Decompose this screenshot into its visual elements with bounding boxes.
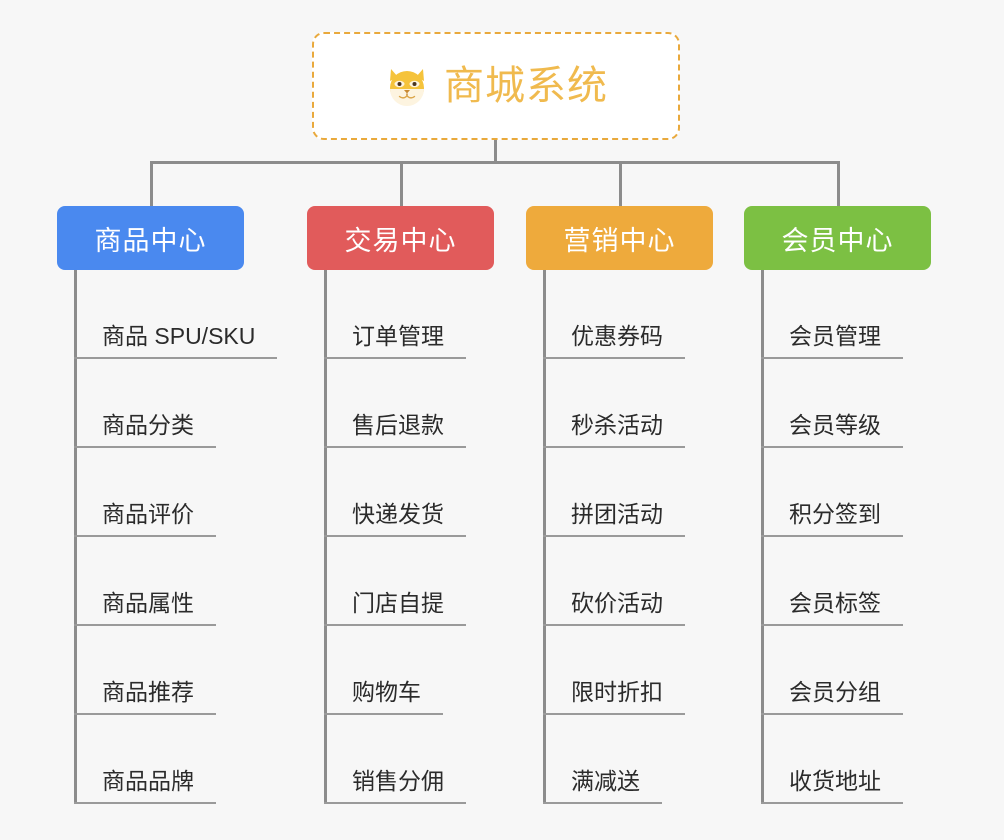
category-label-2: 交易中心 xyxy=(344,225,457,256)
leaf-item[interactable]: 商品评价 xyxy=(74,448,277,537)
root-title: 商城系统 xyxy=(444,64,608,108)
leaf-label: 秒杀活动 xyxy=(543,414,685,448)
leaf-item[interactable]: 秒杀活动 xyxy=(543,359,685,448)
category-label-1: 商品中心 xyxy=(94,225,207,256)
leaf-item[interactable]: 商品品牌 xyxy=(74,715,277,804)
leaf-label: 拼团活动 xyxy=(543,503,685,537)
leaf-column-1: 商品 SPU/SKU 商品分类 商品评价 商品属性 商品推荐 商品品牌 xyxy=(74,270,278,804)
leaf-label: 满减送 xyxy=(543,770,662,804)
category-label-3: 营销中心 xyxy=(563,225,676,256)
leaf-item[interactable]: 订单管理 xyxy=(324,270,466,359)
leaf-item[interactable]: 会员等级 xyxy=(761,359,903,448)
leaf-item[interactable]: 拼团活动 xyxy=(543,448,685,537)
leaf-label: 商品评价 xyxy=(74,503,216,537)
connector-drop-3 xyxy=(619,161,622,206)
leaf-label: 砍价活动 xyxy=(543,592,685,626)
leaf-item[interactable]: 砍价活动 xyxy=(543,537,685,626)
leaf-label: 商品属性 xyxy=(74,592,216,626)
leaf-item[interactable]: 限时折扣 xyxy=(543,626,685,715)
leaf-item[interactable]: 会员标签 xyxy=(761,537,903,626)
leaf-item[interactable]: 商品推荐 xyxy=(74,626,277,715)
leaf-label: 收货地址 xyxy=(761,770,903,804)
leaf-label: 购物车 xyxy=(324,681,443,715)
leaf-item[interactable]: 快递发货 xyxy=(324,448,466,537)
connector-root-stem xyxy=(494,140,497,163)
category-box-3[interactable]: 营销中心 xyxy=(526,206,713,270)
leaf-item[interactable]: 收货地址 xyxy=(761,715,903,804)
leaf-item[interactable]: 满减送 xyxy=(543,715,685,804)
leaf-item[interactable]: 门店自提 xyxy=(324,537,466,626)
leaf-item[interactable]: 商品分类 xyxy=(74,359,277,448)
leaf-label: 会员标签 xyxy=(761,592,903,626)
leaf-label: 会员分组 xyxy=(761,681,903,715)
category-box-2[interactable]: 交易中心 xyxy=(307,206,494,270)
leaf-label: 会员等级 xyxy=(761,414,903,448)
leaf-label: 销售分佣 xyxy=(324,770,466,804)
leaf-label: 订单管理 xyxy=(324,325,466,359)
connector-drop-4 xyxy=(837,161,840,206)
connector-drop-2 xyxy=(400,161,403,206)
column-trunk-4 xyxy=(761,270,764,804)
leaf-item[interactable]: 优惠券码 xyxy=(543,270,685,359)
leaf-item[interactable]: 会员分组 xyxy=(761,626,903,715)
leaf-label: 快递发货 xyxy=(324,503,466,537)
leaf-item[interactable]: 会员管理 xyxy=(761,270,903,359)
leaf-item[interactable]: 商品 SPU/SKU xyxy=(74,270,278,359)
connector-drop-1 xyxy=(150,161,153,206)
leaf-column-4: 会员管理 会员等级 积分签到 会员标签 会员分组 收货地址 xyxy=(761,270,903,804)
leaf-label: 商品推荐 xyxy=(74,681,216,715)
leaf-column-2: 订单管理 售后退款 快递发货 门店自提 购物车 销售分佣 xyxy=(324,270,466,804)
leaf-item[interactable]: 销售分佣 xyxy=(324,715,466,804)
leaf-item[interactable]: 商品属性 xyxy=(74,537,277,626)
column-trunk-1 xyxy=(74,270,77,804)
category-box-1[interactable]: 商品中心 xyxy=(57,206,244,270)
leaf-item[interactable]: 购物车 xyxy=(324,626,466,715)
leaf-label: 优惠券码 xyxy=(543,325,685,359)
root-node[interactable]: 商城系统 xyxy=(312,32,680,140)
leaf-label: 积分签到 xyxy=(761,503,903,537)
leaf-label: 商品品牌 xyxy=(74,770,216,804)
category-label-4: 会员中心 xyxy=(781,225,894,256)
shiba-dog-icon xyxy=(384,63,430,109)
leaf-label: 售后退款 xyxy=(324,414,466,448)
leaf-label: 门店自提 xyxy=(324,592,466,626)
connector-bus xyxy=(150,161,840,164)
leaf-label: 限时折扣 xyxy=(543,681,685,715)
category-box-4[interactable]: 会员中心 xyxy=(744,206,931,270)
leaf-label: 会员管理 xyxy=(761,325,903,359)
column-trunk-3 xyxy=(543,270,546,804)
column-trunk-2 xyxy=(324,270,327,804)
leaf-column-3: 优惠券码 秒杀活动 拼团活动 砍价活动 限时折扣 满减送 xyxy=(543,270,685,804)
leaf-item[interactable]: 积分签到 xyxy=(761,448,903,537)
leaf-label: 商品分类 xyxy=(74,414,216,448)
leaf-label: 商品 SPU/SKU xyxy=(74,325,278,359)
leaf-item[interactable]: 售后退款 xyxy=(324,359,466,448)
